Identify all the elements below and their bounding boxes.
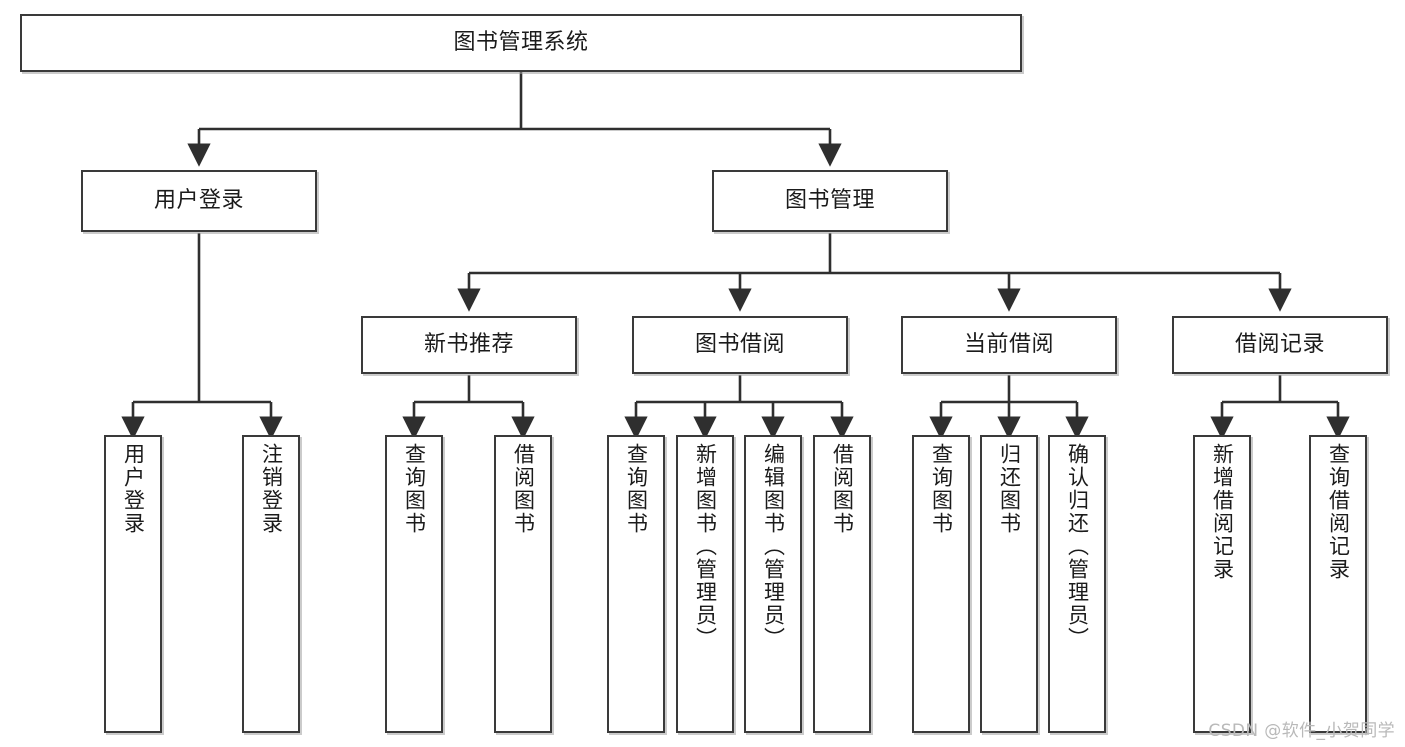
node-new-book-recommend[interactable]: 新书推荐 bbox=[361, 316, 577, 374]
leaf-newbook-borrow-book[interactable]: 借阅图书 bbox=[494, 435, 552, 733]
leaf-bookborrow-edit-book[interactable]: 编辑图书（管理员） bbox=[744, 435, 802, 733]
node-label: 归还图书 bbox=[997, 443, 1022, 535]
leaf-bookborrow-add-book[interactable]: 新增图书（管理员） bbox=[676, 435, 734, 733]
node-label: 新书推荐 bbox=[423, 332, 514, 358]
node-label: 注销登录 bbox=[259, 443, 284, 535]
node-label: 当前借阅 bbox=[963, 332, 1054, 358]
leaf-currentborrow-return-book[interactable]: 归还图书 bbox=[980, 435, 1038, 733]
node-label: 用户登录 bbox=[153, 188, 244, 214]
watermark: CSDN @软件_小贺同学 bbox=[1208, 721, 1395, 741]
node-borrow-record[interactable]: 借阅记录 bbox=[1172, 316, 1388, 374]
leaf-logout[interactable]: 注销登录 bbox=[242, 435, 300, 733]
node-label: 借阅图书 bbox=[830, 443, 855, 535]
leaf-bookborrow-query-book[interactable]: 查询图书 bbox=[607, 435, 665, 733]
node-root-book-management-system[interactable]: 图书管理系统 bbox=[20, 14, 1022, 72]
leaf-currentborrow-confirm-return[interactable]: 确认归还（管理员） bbox=[1048, 435, 1106, 733]
node-current-borrow[interactable]: 当前借阅 bbox=[901, 316, 1117, 374]
node-label: 新增借阅记录 bbox=[1210, 443, 1235, 581]
node-label: 借阅记录 bbox=[1234, 332, 1325, 358]
node-label: 图书管理系统 bbox=[453, 30, 589, 56]
node-label: 查询图书 bbox=[929, 443, 954, 535]
leaf-user-login[interactable]: 用户登录 bbox=[104, 435, 162, 733]
leaf-borrowrecord-query-record[interactable]: 查询借阅记录 bbox=[1309, 435, 1367, 733]
node-label: 查询借阅记录 bbox=[1326, 443, 1351, 581]
node-book-borrow[interactable]: 图书借阅 bbox=[632, 316, 848, 374]
leaf-bookborrow-borrow-book[interactable]: 借阅图书 bbox=[813, 435, 871, 733]
leaf-borrowrecord-add-record[interactable]: 新增借阅记录 bbox=[1193, 435, 1251, 733]
leaf-currentborrow-query-book[interactable]: 查询图书 bbox=[912, 435, 970, 733]
leaf-newbook-query-book[interactable]: 查询图书 bbox=[385, 435, 443, 733]
node-label: 用户登录 bbox=[121, 443, 146, 535]
node-label: 借阅图书 bbox=[511, 443, 536, 535]
node-label: 新增图书（管理员） bbox=[693, 443, 718, 650]
node-label: 图书借阅 bbox=[694, 332, 785, 358]
node-book-management[interactable]: 图书管理 bbox=[712, 170, 948, 232]
node-label: 编辑图书（管理员） bbox=[761, 443, 786, 650]
node-label: 查询图书 bbox=[624, 443, 649, 535]
node-label: 确认归还（管理员） bbox=[1065, 443, 1090, 650]
node-user-login[interactable]: 用户登录 bbox=[81, 170, 317, 232]
node-label: 图书管理 bbox=[784, 188, 875, 214]
node-label: 查询图书 bbox=[402, 443, 427, 535]
